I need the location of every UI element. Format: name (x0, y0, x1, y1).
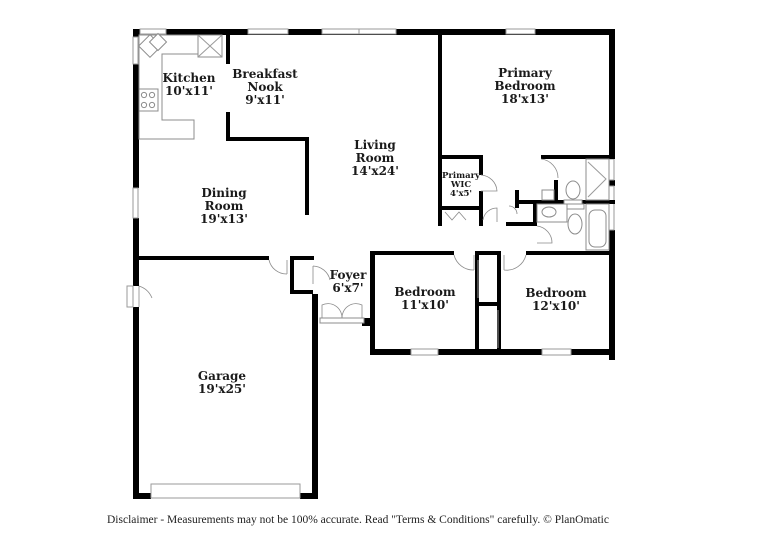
room-name: Breakfast (232, 67, 298, 81)
room-name-line2: Room (204, 199, 244, 213)
room-label-kitchen: Kitchen 10'x11' (163, 72, 216, 98)
shower-icon (585, 158, 610, 201)
room-name-line2: Room (355, 151, 395, 165)
room-name: Kitchen (162, 71, 216, 85)
doors (126, 158, 559, 348)
stove-icon (138, 88, 159, 112)
room-label-bedroom-2: Bedroom 12'x10' (525, 287, 586, 313)
bathtub-icon (585, 203, 610, 251)
room-name: Primary (498, 66, 552, 80)
hall-sink-icon (536, 203, 568, 223)
room-label-primary-wic: Primary WIC 4'x5' (442, 172, 480, 199)
room-name: Bedroom (394, 285, 456, 299)
room-label-living-room: Living Room 14'x24' (351, 139, 399, 178)
interior-walls (133, 29, 615, 355)
room-dimensions: 14'x24' (351, 164, 399, 178)
room-label-bedroom-1: Bedroom 11'x10' (394, 286, 455, 312)
windows (132, 28, 615, 499)
room-name: Primary (441, 171, 481, 181)
room-dimensions: 6'x7' (332, 281, 364, 295)
fixtures (137, 32, 610, 251)
vanity-sink-icon (541, 189, 555, 201)
room-name: Garage (197, 369, 247, 383)
room-name: Dining (201, 186, 247, 200)
room-label-dining-room: Dining Room 19'x13' (200, 187, 248, 226)
room-dimensions: 11'x10' (401, 298, 449, 312)
room-name: Bedroom (525, 286, 587, 300)
room-label-primary-bedroom: Primary Bedroom 18'x13' (494, 67, 555, 106)
room-dimensions: 4'x5' (449, 189, 473, 199)
room-dimensions: 19'x13' (200, 212, 248, 226)
room-name: Foyer (329, 268, 367, 282)
room-name-line2: Bedroom (494, 79, 556, 93)
room-name: Living (354, 138, 396, 152)
room-label-garage: Garage 19'x25' (198, 370, 246, 396)
room-dimensions: 19'x25' (198, 382, 246, 396)
room-name-line2: Nook (247, 80, 283, 94)
room-dimensions: 9'x11' (245, 93, 285, 107)
hall-toilet-icon (566, 203, 585, 235)
disclaimer-text: Disclaimer - Measurements may not be 100… (107, 514, 609, 526)
room-dimensions: 10'x11' (165, 84, 213, 98)
kitchen-sink-icon (137, 32, 168, 59)
room-dimensions: 12'x10' (532, 299, 580, 313)
room-label-foyer: Foyer 6'x7' (330, 269, 367, 295)
room-label-breakfast-nook: Breakfast Nook 9'x11' (232, 68, 297, 107)
room-dimensions: 18'x13' (501, 92, 549, 106)
room-name-line2: WIC (450, 180, 472, 190)
toilet-icon (563, 180, 583, 206)
